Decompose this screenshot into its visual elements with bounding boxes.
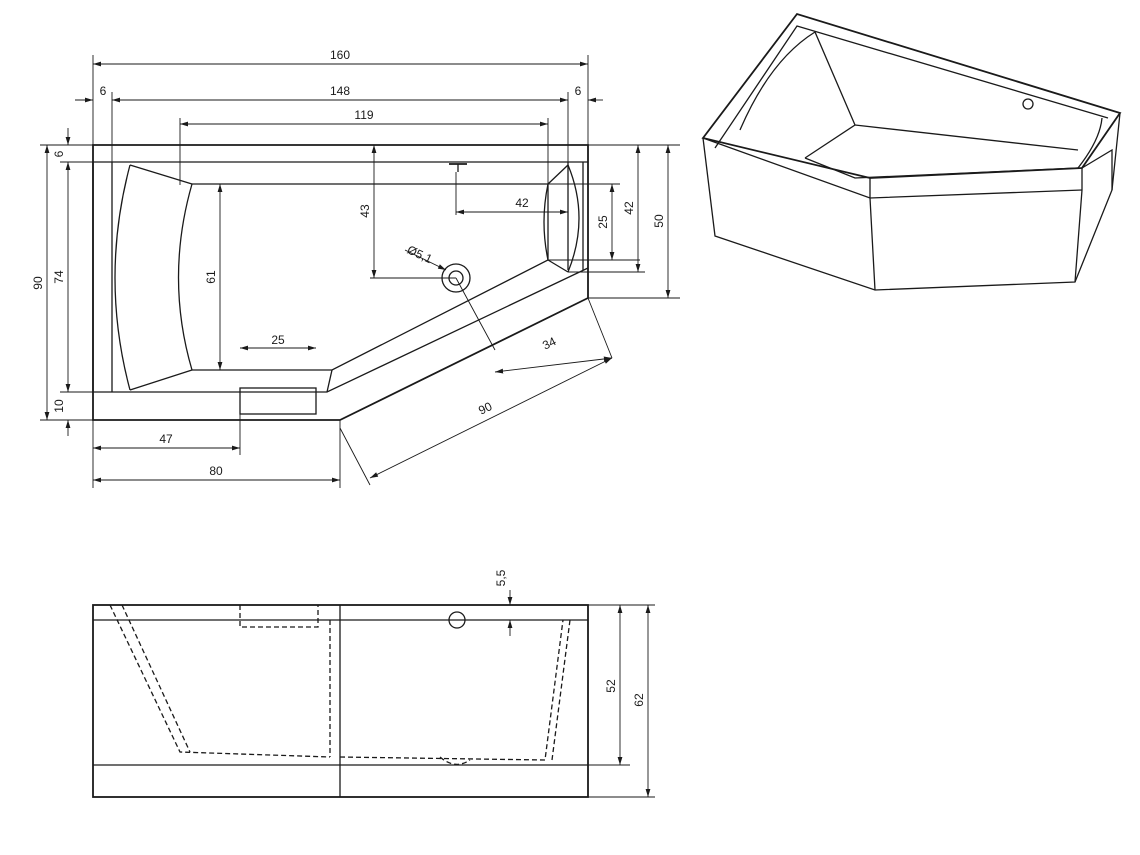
dim-34: 34 [540, 334, 558, 353]
dim-90-diag: 90 [476, 399, 494, 418]
dim-80: 80 [209, 464, 223, 478]
dim-119: 119 [354, 108, 373, 122]
dim-10: 10 [52, 399, 66, 413]
dim-25-vert: 25 [596, 215, 610, 229]
tub-outline [92, 144, 589, 421]
dim-62: 62 [632, 693, 646, 707]
dim-42-horiz: 42 [515, 196, 529, 210]
side-view: 5,5 52 62 [92, 569, 655, 798]
top-view: 160 148 6 6 119 6 74 90 10 61 43 42 25 4… [31, 48, 680, 488]
dim-6-left: 6 [100, 84, 107, 98]
dim-52: 52 [604, 679, 618, 693]
dim-25-horiz: 25 [271, 333, 285, 347]
dim-6-right: 6 [575, 84, 582, 98]
dim-148: 148 [330, 84, 350, 98]
dim-74: 74 [52, 270, 66, 284]
dim-5-5: 5,5 [494, 569, 508, 586]
dim-61: 61 [204, 270, 218, 284]
dim-50: 50 [652, 214, 666, 228]
handle-recess [239, 387, 317, 415]
dim-43: 43 [358, 204, 372, 218]
dim-47: 47 [159, 432, 173, 446]
dim-42-vert: 42 [622, 201, 636, 215]
isometric-view [701, 12, 1122, 291]
dim-160: 160 [330, 48, 350, 62]
dim-6-vert: 6 [52, 150, 66, 157]
dim-90-left: 90 [31, 276, 45, 290]
